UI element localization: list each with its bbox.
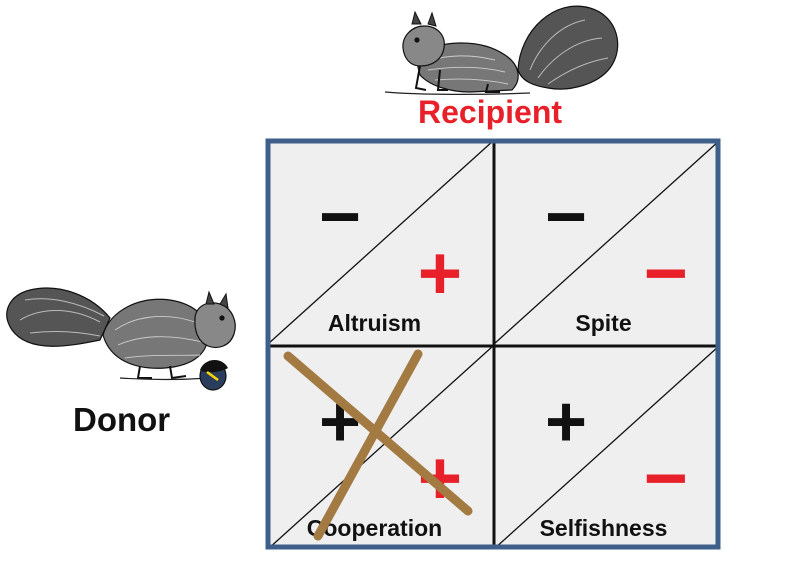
cell-label-spite: Spite	[575, 310, 631, 336]
acorn-icon	[199, 359, 228, 391]
cell-diagonal-selfishness	[493, 345, 720, 550]
recipient-sign-selfishness: −	[644, 436, 688, 521]
cross-out-icon	[283, 349, 473, 541]
donor-label: Donor	[73, 401, 171, 438]
cell-diagonal-altruism	[267, 140, 494, 345]
recipient-squirrel-icon	[384, 5, 619, 95]
cross-out-stroke	[313, 349, 423, 541]
cell-diagonal-cooperation	[267, 345, 494, 550]
donor-squirrel-icon	[6, 287, 236, 381]
donor-sign-spite: −	[545, 177, 587, 257]
cell-label-selfishness: Selfishness	[540, 515, 668, 541]
donor-sign-altruism: −	[319, 177, 361, 257]
cell-label-altruism: Altruism	[328, 310, 421, 336]
recipient-sign-altruism: +	[418, 231, 462, 316]
recipient-sign-spite: −	[644, 231, 688, 316]
recipient-label: Recipient	[418, 94, 563, 130]
matrix-border	[265, 138, 721, 550]
donor-sign-selfishness: +	[545, 382, 587, 462]
cell-diagonal-spite	[493, 140, 720, 345]
payoff-matrix: −+Altruism−−Spite++Cooperation+−Selfishn…	[265, 138, 721, 550]
